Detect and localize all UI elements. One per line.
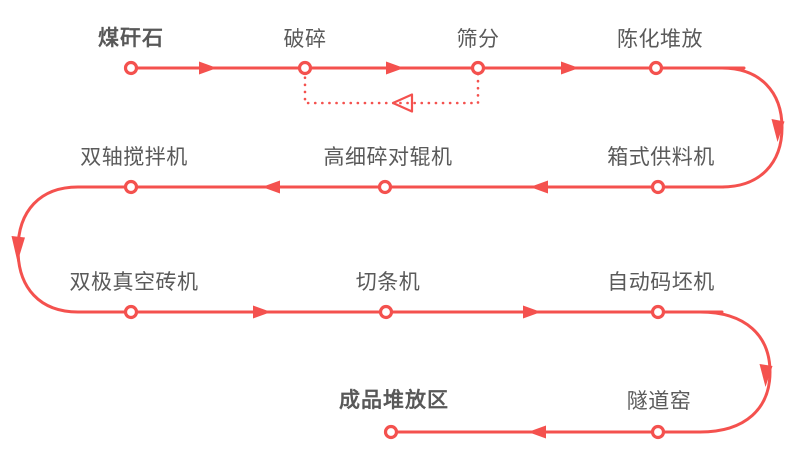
- label-shuangzhoujiaobanji: 双轴搅拌机: [80, 146, 188, 169]
- u-turn-right-row3-row4: [656, 310, 772, 434]
- label-meiganshi: 煤矸石: [98, 27, 164, 50]
- label-shuangjizhenkongzhuanji: 双极真空砖机: [69, 271, 199, 294]
- node-zidongmapeiji[interactable]: [650, 304, 666, 320]
- row1-arrow-2: [386, 61, 404, 75]
- row2-arrow-2: [262, 180, 280, 194]
- label-chengpinduifangqu: 成品堆放区: [339, 389, 449, 412]
- label-suidaoyao: 隧道窑: [626, 390, 692, 413]
- feedback-loop-dotted-path: [303, 72, 480, 105]
- label-qietiaoji: 切条机: [355, 271, 421, 294]
- node-shuangzhoujiaobanji[interactable]: [123, 179, 139, 195]
- node-posui[interactable]: [297, 60, 313, 76]
- feedback-loop-hollow-arrow: [391, 93, 414, 113]
- row3-arrow-2: [523, 305, 541, 319]
- row1-arrow-3: [561, 61, 579, 75]
- node-shuangjizhenkongzhuanji[interactable]: [123, 304, 139, 320]
- node-qietiaoji[interactable]: [378, 304, 394, 320]
- u-turn-right-row1-row2-arrow: [771, 119, 785, 142]
- row1-arrow-1: [199, 61, 217, 75]
- node-xiangshigongliaoji[interactable]: [650, 179, 666, 195]
- u-turn-right-row1-row2: [698, 66, 784, 189]
- row4-arrow-1: [528, 425, 546, 439]
- node-chenhuaduifang[interactable]: [648, 60, 664, 76]
- node-meiganshi[interactable]: [123, 60, 139, 76]
- label-shaifen: 筛分: [456, 28, 500, 51]
- label-posui: 破碎: [283, 28, 327, 51]
- label-gaoxisuiduigunji: 高细碎对辊机: [323, 146, 453, 169]
- row2-arrow-1: [530, 180, 548, 194]
- node-shaifen[interactable]: [470, 60, 486, 76]
- u-turn-right-row3-row4-arrow: [759, 364, 773, 387]
- node-chengpinduifangqu[interactable]: [383, 424, 399, 440]
- label-xiangshigongliaoji: 箱式供料机: [607, 146, 715, 169]
- u-turn-left-row2-row3-arrow: [11, 236, 25, 262]
- label-chenhuaduifang: 陈化堆放: [617, 28, 703, 51]
- row3-arrow-1: [253, 305, 271, 319]
- node-suidaoyao[interactable]: [650, 424, 666, 440]
- node-gaoxisuiduigunji[interactable]: [377, 179, 393, 195]
- label-zidongmapeiji: 自动码坯机: [607, 271, 715, 294]
